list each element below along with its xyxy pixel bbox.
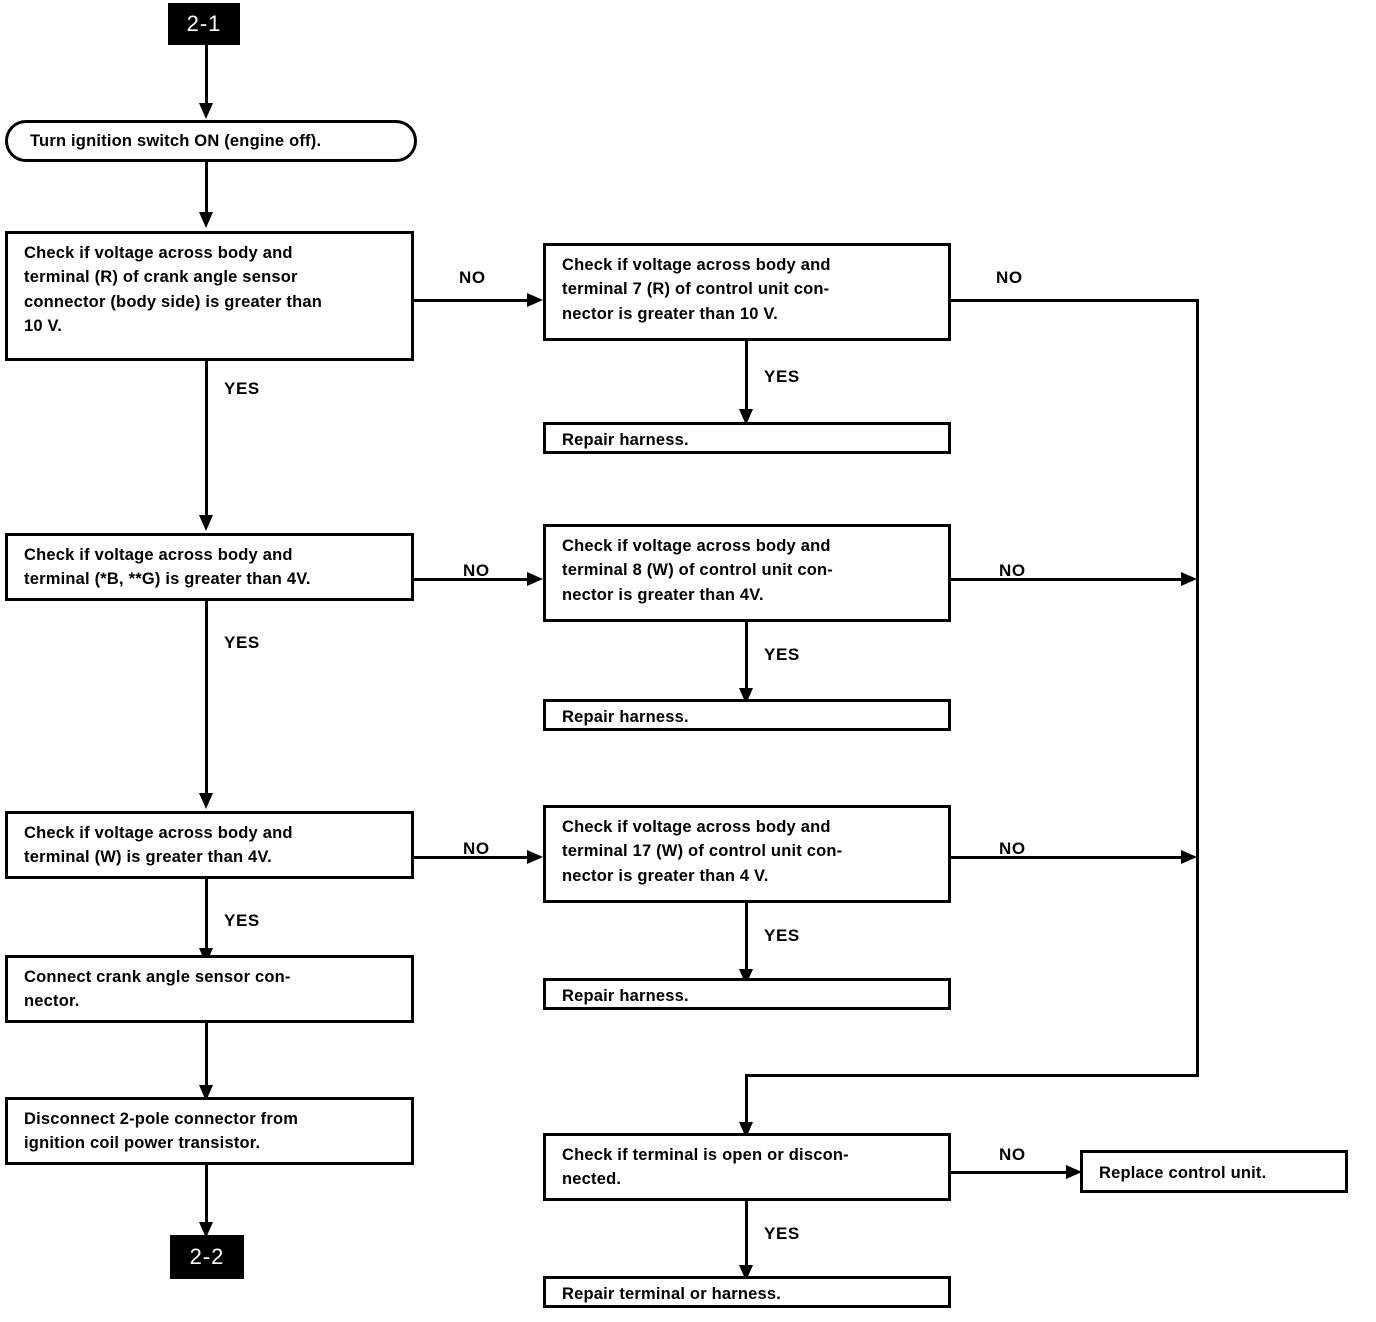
arrowhead-start-to-ignition <box>199 103 213 119</box>
branch-label-box3-yes: YES <box>224 911 260 930</box>
arrowhead-box2-no <box>527 572 543 586</box>
connector-open-check-yes <box>745 1201 748 1269</box>
connector-open-check-no <box>951 1171 1070 1174</box>
connector-box2r-no <box>951 578 1183 581</box>
node-replace-control-unit[interactable]: Replace control unit. <box>1080 1150 1348 1193</box>
node-check-voltage-unit-17w[interactable]: Check if voltage across body and termina… <box>543 805 951 903</box>
connector-connect-to-disconnect <box>205 1023 208 1089</box>
arrowhead-box1-no <box>527 293 543 307</box>
connector-right-bus-to-open-check <box>745 1074 1199 1077</box>
node-check-voltage-unit-8w[interactable]: Check if voltage across body and termina… <box>543 524 951 622</box>
connector-box1r-yes <box>745 341 748 413</box>
connector-box3-yes <box>205 879 208 952</box>
arrowhead-disconnect-to-end <box>199 1222 213 1238</box>
node-check-voltage-terminal-w[interactable]: Check if voltage across body and termina… <box>5 811 414 879</box>
node-connect-sensor-connector[interactable]: Connect crank angle sensor con- nector. <box>5 955 414 1023</box>
connector-box1r-no <box>951 299 1199 302</box>
connector-box1-no <box>414 299 529 302</box>
arrowhead-open-check-no <box>1066 1165 1082 1179</box>
arrowhead-box3-no <box>527 850 543 864</box>
branch-label-box2-no: NO <box>463 561 490 580</box>
arrowhead-ignition-to-check-sensor-r <box>199 212 213 228</box>
node-repair-harness-2[interactable]: Repair harness. <box>543 699 951 731</box>
node-check-voltage-sensor-r[interactable]: Check if voltage across body and termina… <box>5 231 414 361</box>
branch-label-box2r-no: NO <box>999 561 1026 580</box>
connector-disconnect-to-end <box>205 1165 208 1227</box>
connector-box2-yes <box>205 601 208 797</box>
connector-box3r-yes <box>745 903 748 973</box>
branch-label-box1r-yes: YES <box>764 367 800 386</box>
node-turn-ignition-on[interactable]: Turn ignition switch ON (engine off). <box>5 120 417 162</box>
branch-label-box2-yes: YES <box>224 633 260 652</box>
branch-label-box1r-no: NO <box>996 268 1023 287</box>
arrowhead-box1-yes <box>199 515 213 531</box>
connector-box2-no <box>414 578 529 581</box>
connector-start-to-ignition <box>205 45 208 107</box>
branch-label-open-check-yes: YES <box>764 1224 800 1243</box>
arrowhead-box1r-yes <box>739 409 753 425</box>
branch-label-box3-no: NO <box>463 839 490 858</box>
node-check-voltage-unit-7r[interactable]: Check if voltage across body and termina… <box>543 243 951 341</box>
branch-label-box3r-yes: YES <box>764 926 800 945</box>
connector-box3-no <box>414 856 529 859</box>
node-repair-harness-3[interactable]: Repair harness. <box>543 978 951 1010</box>
branch-label-open-check-no: NO <box>999 1145 1026 1164</box>
node-disconnect-2pole-connector[interactable]: Disconnect 2-pole connector from ignitio… <box>5 1097 414 1165</box>
connector-ignition-to-check-sensor-r <box>205 162 208 214</box>
arrowhead-box2r-no <box>1181 572 1197 586</box>
node-repair-harness-1[interactable]: Repair harness. <box>543 422 951 454</box>
arrowhead-box3r-no <box>1181 850 1197 864</box>
branch-label-box1-no: NO <box>459 268 486 287</box>
node-repair-terminal-or-harness[interactable]: Repair terminal or harness. <box>543 1276 951 1308</box>
node-check-voltage-terminal-bg[interactable]: Check if voltage across body and termina… <box>5 533 414 601</box>
connector-box2r-yes <box>745 622 748 692</box>
arrowhead-box2-yes <box>199 793 213 809</box>
branch-label-box2r-yes: YES <box>764 645 800 664</box>
branch-label-box1-yes: YES <box>224 379 260 398</box>
branch-label-box3r-no: NO <box>999 839 1026 858</box>
node-check-terminal-open[interactable]: Check if terminal is open or discon- nec… <box>543 1133 951 1201</box>
connector-box3r-no <box>951 856 1183 859</box>
connector-right-bus-vertical <box>1196 299 1199 1077</box>
page-ref-tag-end[interactable]: 2-2 <box>170 1235 244 1279</box>
connector-box1-yes <box>205 361 208 519</box>
connector-bus-down-to-open-check <box>745 1074 748 1126</box>
page-ref-tag-start[interactable]: 2-1 <box>168 3 240 45</box>
